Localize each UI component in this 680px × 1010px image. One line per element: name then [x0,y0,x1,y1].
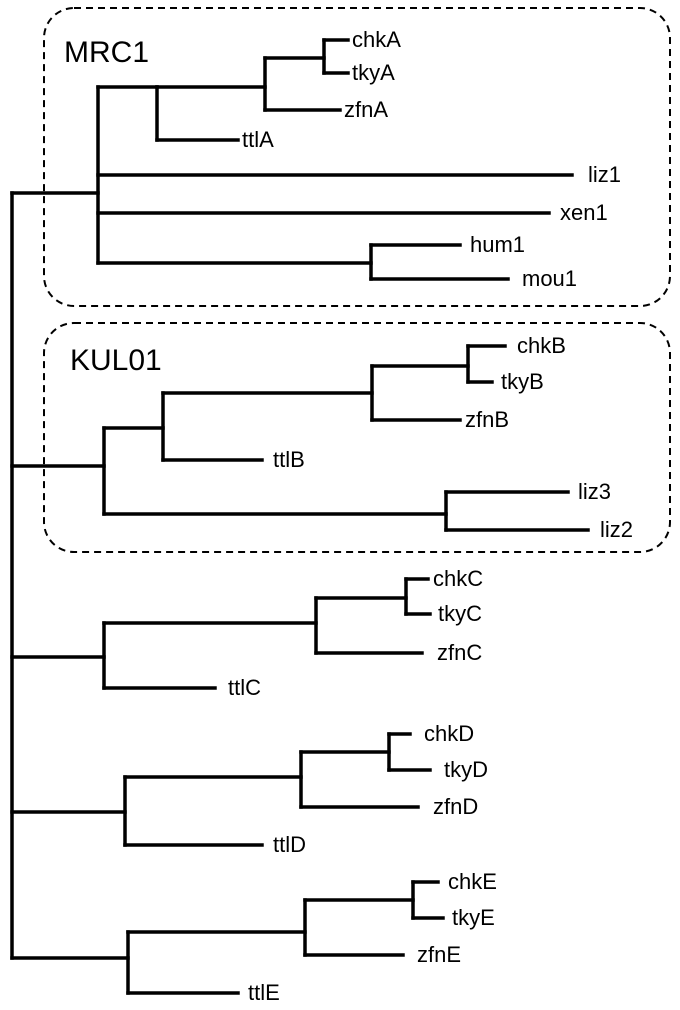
leaf-label-tkyC: tkyC [438,601,482,626]
leaf-label-ttlE: ttlE [248,980,280,1005]
leaf-label-xen1: xen1 [560,200,608,225]
group-label-mrc1: MRC1 [64,36,149,69]
leaf-label-liz2: liz2 [600,517,633,542]
leaf-label-mou1: mou1 [522,266,577,291]
clade-e [126,880,445,995]
leaf-label-tkyA: tkyA [352,60,395,85]
leaf-label-zfnD: zfnD [433,794,478,819]
leaf-label-chkC: chkC [433,566,483,591]
clade-mrc1 [96,38,574,281]
clade-kul01 [102,344,590,532]
root-clade [10,191,130,960]
leaf-label-tkyE: tkyE [452,905,495,930]
leaf-label-hum1: hum1 [470,232,525,257]
clade-d [123,732,432,847]
leaf-label-liz3: liz3 [578,479,611,504]
leaf-label-chkE: chkE [448,869,497,894]
group-box-mrc1 [43,7,671,307]
leaf-label-ttlA: ttlA [242,127,274,152]
leaf-label-chkA: chkA [352,27,401,52]
leaf-label-tkyD: tkyD [444,757,488,782]
clade-c [102,577,432,690]
leaf-label-zfnC: zfnC [437,640,482,665]
leaf-label-ttlC: ttlC [228,675,261,700]
leaf-labels: chkA tkyA zfnA ttlA liz1 xen1 hum1 mou1 … [228,27,633,1005]
group-label-kul01: KUL01 [70,344,162,377]
leaf-label-zfnE: zfnE [417,942,461,967]
leaf-label-ttlD: ttlD [273,832,306,857]
leaf-label-chkD: chkD [424,721,474,746]
leaf-label-zfnB: zfnB [465,407,509,432]
leaf-label-chkB: chkB [517,333,566,358]
leaf-label-tkyB: tkyB [501,369,544,394]
leaf-label-zfnA: zfnA [344,97,388,122]
leaf-label-ttlB: ttlB [273,447,305,472]
group-box-kul01 [43,322,671,553]
leaf-label-liz1: liz1 [588,162,621,187]
